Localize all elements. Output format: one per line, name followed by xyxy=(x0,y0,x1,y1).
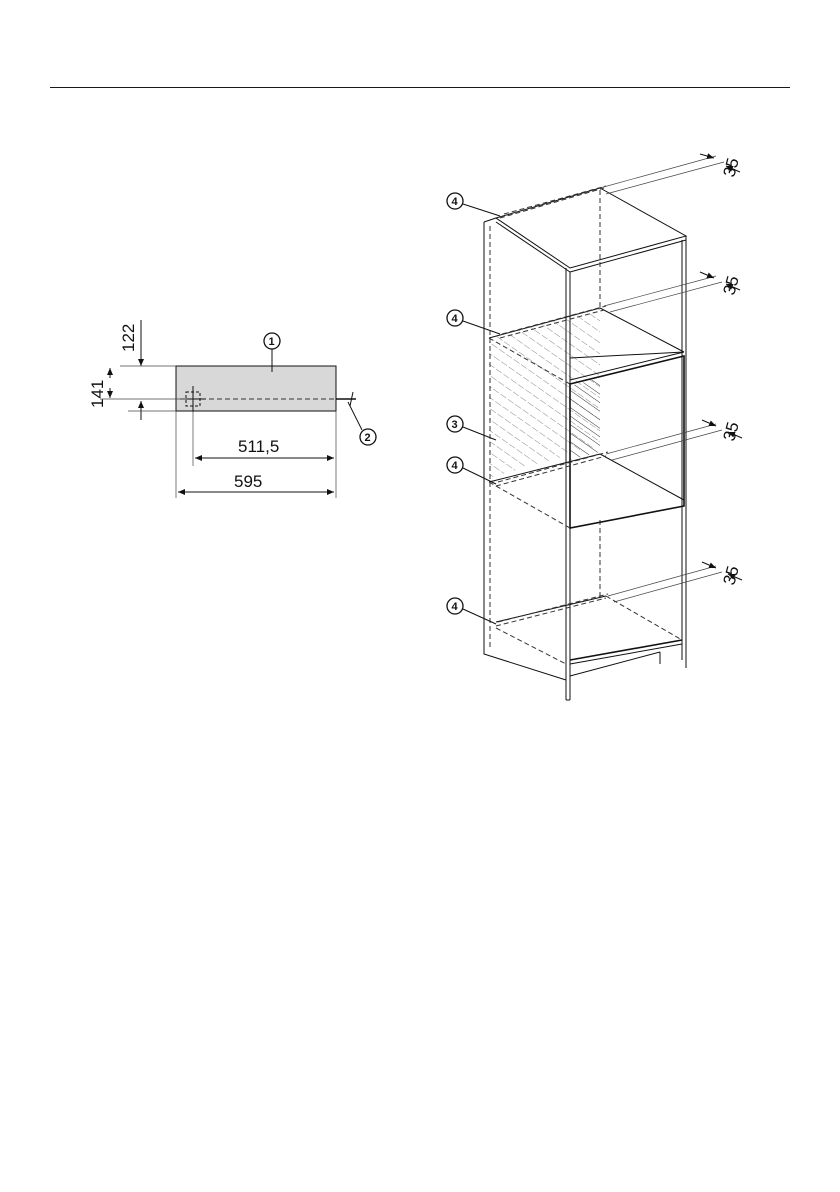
cabinet-left-top-edge xyxy=(484,218,496,222)
cabinet-top xyxy=(496,188,686,268)
gap-arrow-top-1 xyxy=(700,154,714,158)
vent-strip-bottom-2 xyxy=(498,594,608,622)
niche-shelf-left-dashed xyxy=(489,482,570,528)
appliance-side-hatch xyxy=(570,378,600,460)
callout-4-upper-leader xyxy=(463,321,500,334)
callout-4-bottom-label: 4 xyxy=(452,601,459,613)
gap-arrow-bottom-1 xyxy=(702,562,716,568)
gap-label-upper: 35 xyxy=(720,274,743,297)
gap-label-middle: 35 xyxy=(720,420,743,443)
lower-shelf-right-dashed xyxy=(606,596,682,640)
gap-ext-upper-a xyxy=(604,276,716,306)
gap-label-bottom: 35 xyxy=(720,564,743,587)
gap-ext-upper-b xyxy=(610,282,722,312)
dim-122-label: 122 xyxy=(119,324,138,352)
callout-3-label: 3 xyxy=(452,419,458,431)
lower-shelf-front xyxy=(570,640,682,660)
dim-595-label: 595 xyxy=(234,472,262,491)
gap-label-top: 35 xyxy=(720,156,743,179)
niche-shelf-right xyxy=(600,454,684,500)
lower-shelf-left-dashed xyxy=(496,628,566,664)
callout-4-middle-label: 4 xyxy=(452,460,459,472)
callout-4-top-leader xyxy=(463,204,500,216)
gap-ext-middle-a xyxy=(606,424,716,454)
gap-ext-top-a xyxy=(600,156,716,188)
callout-2-label: 2 xyxy=(365,432,371,444)
lower-shelf-back xyxy=(496,596,606,622)
callout-2-leader xyxy=(348,402,362,430)
tall-cabinet-isometric: 35 35 35 35 4 4 3 4 4 xyxy=(447,154,743,700)
callout-4-bottom-leader xyxy=(463,609,496,624)
vent-strip-bottom-1 xyxy=(496,598,606,626)
gap-ext-top-b xyxy=(606,162,724,194)
callout-1-label: 1 xyxy=(269,336,275,348)
dim-141-label: 141 xyxy=(88,380,107,408)
callout-4-upper-label: 4 xyxy=(452,313,459,325)
callout-4-top-label: 4 xyxy=(452,196,459,208)
gap-ext-middle-b xyxy=(612,430,722,460)
gap-ext-bottom-a xyxy=(608,566,716,596)
gap-arrow-middle-1 xyxy=(702,420,716,426)
gap-ext-bottom-b xyxy=(614,572,722,602)
niche-front-view: 122 141 511,5 595 1 xyxy=(88,320,376,498)
gap-arrow-upper-1 xyxy=(700,272,714,278)
dim-511-label: 511,5 xyxy=(238,437,279,456)
